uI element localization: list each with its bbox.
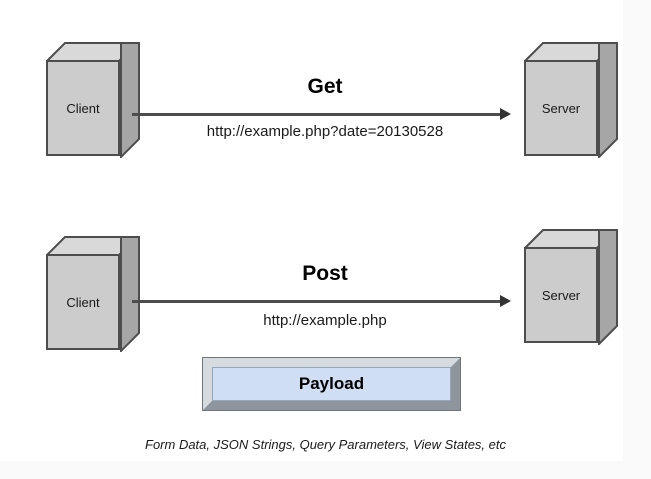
client-label: Client (66, 294, 100, 310)
payload-box-inner: Payload (212, 367, 451, 401)
cube-front-face: Client (46, 254, 120, 350)
payload-label: Payload (298, 374, 365, 393)
arrow-head-get-icon (500, 108, 511, 120)
cube-front-face: Client (46, 60, 120, 156)
flow-title-get: Get (307, 75, 343, 98)
cube-side-face-icon (598, 229, 618, 345)
cube-front-face: Server (524, 60, 598, 156)
cube-side-face-icon (598, 42, 618, 158)
client-label: Client (66, 100, 100, 116)
flow-title-post: Post (302, 262, 348, 285)
client-node-get: Client (46, 42, 142, 160)
server-node-post: Server (524, 229, 620, 347)
page-edge-bottom (0, 461, 651, 479)
server-label: Server (541, 287, 581, 303)
cube-side-face-icon (120, 42, 140, 158)
page-edge-right (623, 0, 651, 479)
cube-front-face: Server (524, 247, 598, 343)
arrow-head-post-icon (500, 295, 511, 307)
payload-box: Payload (202, 357, 461, 411)
server-node-get: Server (524, 42, 620, 160)
server-label: Server (541, 100, 581, 116)
connector-line-post (132, 300, 502, 303)
client-node-post: Client (46, 236, 142, 354)
connector-line-get (132, 113, 502, 116)
payload-caption: Form Data, JSON Strings, Query Parameter… (145, 437, 506, 452)
cube-side-face-icon (120, 236, 140, 352)
flow-url-get: http://example.php?date=20130528 (206, 123, 444, 140)
flow-url-post: http://example.php (263, 312, 387, 329)
